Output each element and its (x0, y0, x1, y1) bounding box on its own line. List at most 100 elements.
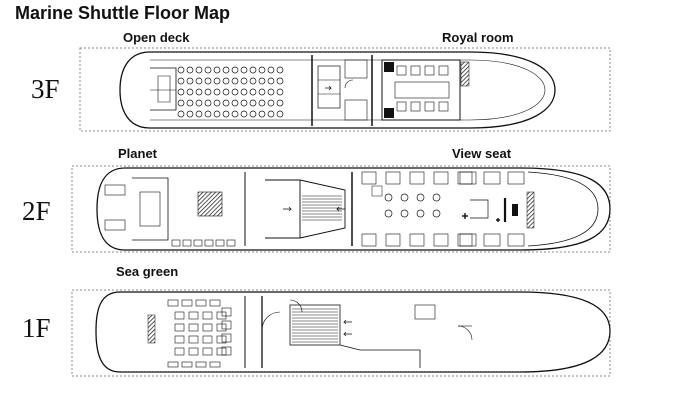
deck-seat (177, 77, 185, 85)
view-seat (433, 171, 449, 185)
deck-seat (177, 110, 185, 118)
deck-seat (213, 66, 221, 74)
deck-seat (276, 110, 284, 118)
deck-seat (276, 66, 284, 74)
floor-3f-bounds (79, 47, 611, 132)
deck-seat (258, 110, 266, 118)
view-table (416, 193, 425, 202)
deck-seat (177, 66, 185, 74)
sea-seat (181, 361, 193, 368)
deck-seat (267, 99, 275, 107)
sea-seat (216, 347, 227, 356)
deck-seat (267, 66, 275, 74)
deck-seat (249, 99, 257, 107)
deck-seat (204, 88, 212, 96)
deck-seat (222, 77, 230, 85)
sea-seat (221, 320, 232, 330)
deck-seat (240, 66, 248, 74)
view-table (384, 193, 393, 202)
deck-seat (249, 77, 257, 85)
deck-seat (195, 88, 203, 96)
view-seat (483, 171, 501, 185)
hull-1f (95, 291, 611, 373)
sea-seat (174, 311, 185, 320)
deck-seat (213, 77, 221, 85)
floor-label-2f: 2F (22, 196, 51, 226)
royal-seat (438, 101, 449, 112)
deck-seat (177, 99, 185, 107)
sea-seat (181, 299, 193, 307)
floor-label-1f: 1F (22, 313, 51, 343)
floor-3f-plan (79, 47, 611, 132)
deck-seat (258, 66, 266, 74)
deck-seat (186, 66, 194, 74)
royal-seat (410, 101, 421, 112)
deck-seat (249, 66, 257, 74)
deck-seat (186, 77, 194, 85)
deck-seat (222, 66, 230, 74)
deck-seat (204, 66, 212, 74)
view-seat (385, 171, 401, 185)
sea-seat (221, 307, 232, 317)
deck-seat (276, 99, 284, 107)
planet-seat (215, 239, 225, 247)
deck-seat (195, 66, 203, 74)
deck-seat (204, 77, 212, 85)
deck-seat (195, 99, 203, 107)
sea-seat (167, 361, 179, 368)
deck-seat (213, 99, 221, 107)
sea-seat (188, 311, 199, 320)
sea-seat (188, 347, 199, 356)
sea-seat (202, 335, 213, 344)
view-table (400, 209, 409, 218)
deck-seat (186, 99, 194, 107)
area-label-open-deck: Open deck (123, 30, 190, 45)
view-seat (361, 171, 377, 185)
deck-seat (258, 99, 266, 107)
deck-seat (258, 77, 266, 85)
area-label-planet: Planet (118, 146, 158, 161)
planet-seat (193, 239, 203, 247)
deck-seat (204, 110, 212, 118)
deck-seat (222, 110, 230, 118)
royal-seat (410, 65, 421, 76)
sea-seat (209, 299, 221, 307)
royal-seat (424, 65, 435, 76)
view-table (384, 209, 393, 218)
deck-seat (177, 88, 185, 96)
royal-seat (396, 101, 407, 112)
view-seat (459, 233, 477, 247)
sea-seat (221, 346, 232, 356)
deck-seat (204, 99, 212, 107)
planet-seat (226, 239, 236, 247)
view-table (432, 209, 441, 218)
deck-seat (231, 110, 239, 118)
deck-seat (276, 88, 284, 96)
area-label-royal-room: Royal room (442, 30, 514, 45)
sea-seat (174, 323, 185, 332)
deck-seat (195, 110, 203, 118)
hull-2f (96, 167, 611, 251)
planet-seat (204, 239, 214, 247)
planet-seat (171, 239, 181, 247)
sea-seat (202, 347, 213, 356)
view-seat (385, 233, 401, 247)
view-seat (409, 171, 425, 185)
deck-seat (213, 88, 221, 96)
view-table (432, 193, 441, 202)
area-label-sea-green: Sea green (116, 264, 179, 279)
sea-seat (174, 335, 185, 344)
deck-seat (240, 110, 248, 118)
view-seat (433, 233, 449, 247)
deck-seat (222, 88, 230, 96)
deck-seat (267, 88, 275, 96)
deck-seat (267, 110, 275, 118)
deck-seat (276, 77, 284, 85)
view-seat (507, 233, 525, 247)
sea-seat (209, 361, 221, 368)
sea-seat (195, 361, 207, 368)
planet-seat (182, 239, 192, 247)
view-table (416, 209, 425, 218)
view-seat (409, 233, 425, 247)
